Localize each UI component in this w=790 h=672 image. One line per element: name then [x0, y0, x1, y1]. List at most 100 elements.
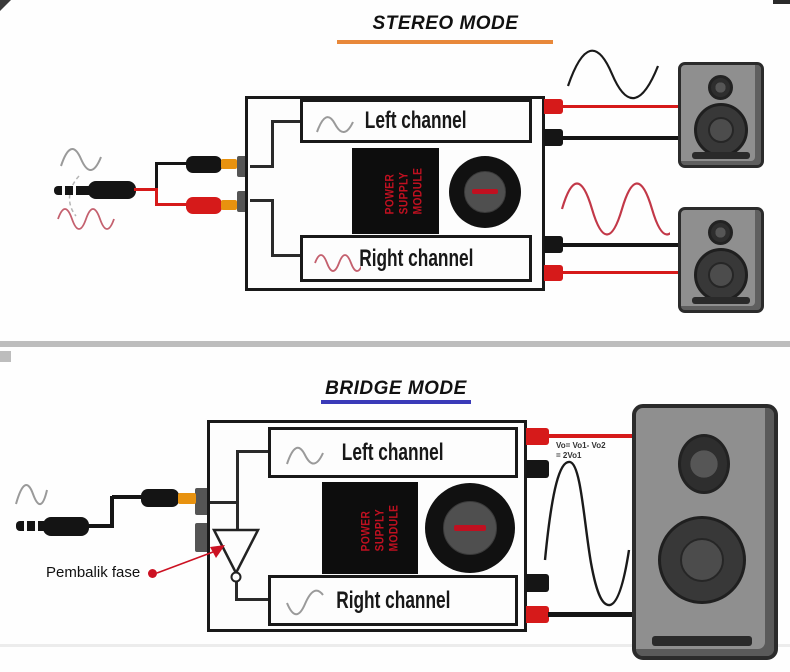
- power-supply-label: POWER SUPPLY MODULE: [382, 167, 425, 215]
- trs-plug-body: [43, 517, 89, 536]
- left-channel-wave-icon: [315, 111, 355, 144]
- power-supply-label: POWER SUPPLY MODULE: [357, 504, 400, 552]
- rca-input-jack: [195, 488, 210, 515]
- stereo-input-left-wave-icon: [58, 142, 106, 176]
- stereo-input-dashed-arrow-icon: [64, 174, 84, 218]
- rca-input-jack: [195, 523, 210, 552]
- speaker-wire: [561, 136, 681, 140]
- left-channel-label: Left channel: [342, 438, 444, 466]
- speaker-wire: [561, 271, 681, 274]
- voltage-formula-line2: = 2Vo1: [556, 451, 582, 460]
- power-supply-module: POWER SUPPLY MODULE: [352, 148, 439, 234]
- power-supply-module: POWER SUPPLY MODULE: [322, 482, 418, 574]
- section-divider: [0, 341, 790, 347]
- output-terminal-black: [526, 574, 549, 592]
- woofer: [694, 248, 748, 302]
- phase-inverter-callout-label: Pembalik fase: [46, 564, 141, 581]
- left-output-wave-icon: [565, 42, 663, 106]
- stereo-title-underline: [337, 40, 553, 44]
- wire: [155, 188, 158, 206]
- wire: [155, 203, 188, 206]
- bridge-mode-title: BRIDGE MODE: [325, 378, 467, 399]
- speaker-wire: [561, 243, 681, 247]
- speaker-wire: [561, 105, 681, 108]
- right-channel-label: Right channel: [335, 586, 451, 614]
- callout-arrow-icon: [155, 542, 227, 576]
- divider-edge-mark: [0, 351, 11, 362]
- wire: [236, 451, 239, 531]
- tweeter: [708, 75, 733, 100]
- woofer-cap: [708, 262, 734, 288]
- bottom-edge-strip: [0, 644, 790, 647]
- bridge-left-channel-box: Left channel: [268, 427, 518, 478]
- woofer: [658, 516, 746, 604]
- rca-plug-tip: [178, 493, 196, 504]
- wire: [271, 254, 301, 257]
- speaker-wire: [548, 612, 634, 617]
- trs-plug-tip: [16, 521, 44, 531]
- voltage-formula: Vo= Vo1- Vo2 = 2Vo1: [556, 441, 606, 461]
- bridge-title-underline: [321, 400, 471, 404]
- stereo-mode-title: STEREO MODE: [372, 13, 519, 34]
- bridge-right-channel-box: Right channel: [268, 575, 518, 626]
- woofer-cap: [708, 117, 734, 143]
- bass-port: [692, 297, 750, 304]
- bridge-input-wave-icon: [13, 476, 49, 514]
- output-terminal-black: [544, 236, 563, 253]
- woofer: [694, 103, 748, 157]
- wire: [235, 598, 268, 601]
- wire: [271, 121, 274, 168]
- right-output-wave-icon: [558, 178, 684, 240]
- wire: [271, 199, 274, 257]
- wire: [235, 582, 238, 601]
- bridged-output-wave-icon: [540, 448, 632, 613]
- tweeter: [678, 434, 730, 494]
- trs-plug-body: [88, 181, 136, 199]
- output-terminal-black: [544, 129, 563, 146]
- wire: [155, 163, 158, 191]
- speaker-wire: [548, 434, 634, 438]
- corner-artifact-topright: [773, 0, 790, 4]
- output-terminal-red: [544, 265, 563, 281]
- bridged-speaker: [632, 404, 778, 660]
- right-channel-label: Right channel: [358, 244, 474, 272]
- wire: [210, 501, 239, 504]
- output-terminal-red: [526, 428, 549, 445]
- speaker-right: [678, 207, 764, 313]
- wire: [110, 496, 114, 528]
- callout-dot: [148, 569, 157, 578]
- voltage-formula-line1: Vo= Vo1- Vo2: [556, 441, 606, 450]
- wire: [250, 165, 273, 168]
- rca-plug-black: [186, 156, 222, 173]
- knob-marker: [472, 189, 498, 194]
- wire: [250, 199, 273, 202]
- bass-port: [652, 636, 752, 646]
- stereo-input-right-wave-icon: [56, 206, 116, 232]
- right-channel-wave-icon: [313, 253, 364, 278]
- output-terminal-black: [526, 460, 549, 478]
- bass-port: [692, 152, 750, 159]
- speaker-left: [678, 62, 764, 168]
- right-channel-wave-icon: [285, 589, 325, 624]
- rca-plug-tip: [221, 159, 237, 169]
- volume-knob-cap: [443, 501, 497, 555]
- left-channel-label: Left channel: [365, 107, 467, 134]
- left-channel-wave-icon: [285, 441, 325, 476]
- wire: [134, 188, 158, 191]
- output-terminal-red: [544, 99, 563, 114]
- rca-plug-red: [186, 197, 222, 214]
- wire: [155, 162, 188, 165]
- wire: [271, 120, 301, 123]
- stereo-right-channel-box: Right channel: [300, 235, 532, 282]
- wire: [112, 495, 143, 499]
- stereo-left-channel-box: Left channel: [300, 99, 532, 143]
- rca-plug-black: [141, 489, 179, 507]
- output-terminal-red: [526, 606, 549, 623]
- wire: [236, 450, 268, 453]
- wire: [88, 524, 113, 528]
- knob-marker: [454, 525, 486, 531]
- tweeter: [708, 220, 733, 245]
- phase-inverter-symbol: [211, 528, 262, 584]
- rca-plug-tip: [221, 200, 237, 210]
